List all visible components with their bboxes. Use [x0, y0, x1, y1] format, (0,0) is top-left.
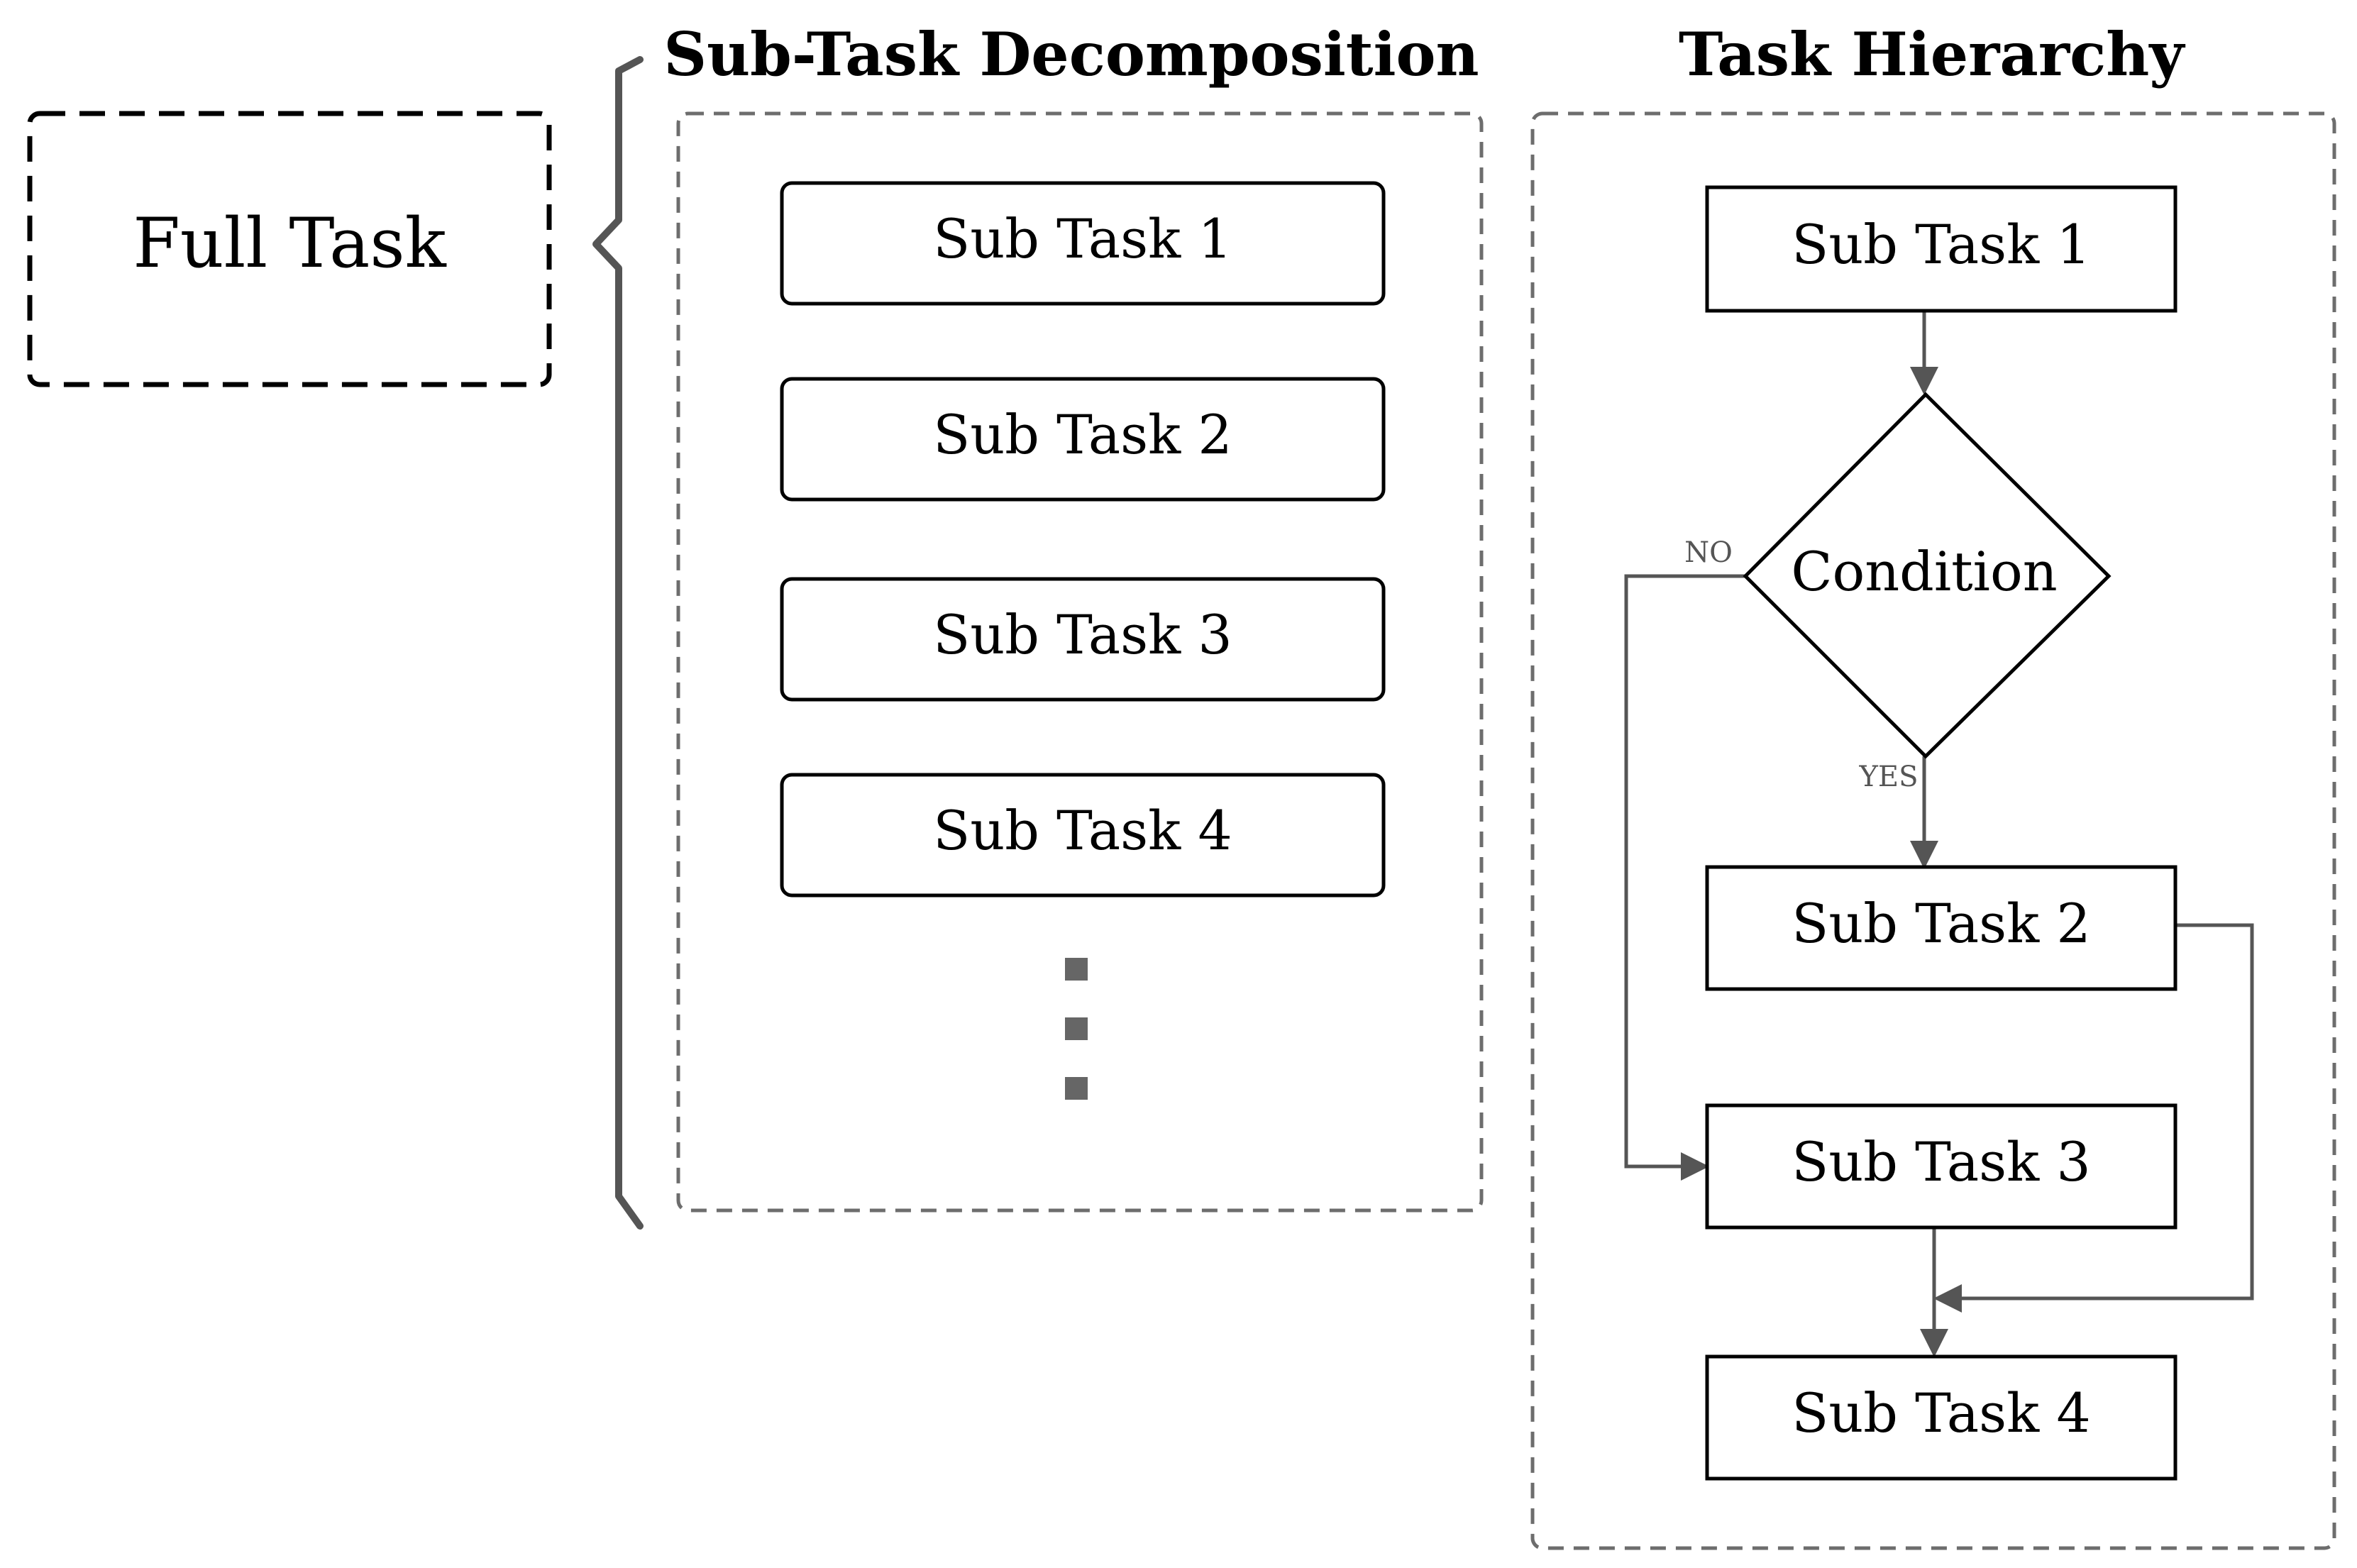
hierarchy-sub-task-4-label: Sub Task 4 — [1792, 1381, 2091, 1445]
decomposition-sub-task-3-label: Sub Task 3 — [933, 603, 1232, 666]
decomposition-sub-task-2-box — [780, 377, 1386, 502]
decomposition-sub-task-3-box — [780, 577, 1386, 702]
decomposition-sub-task-4-box — [780, 773, 1386, 898]
decomposition-dashed-frame — [676, 111, 1484, 1213]
condition-label: Condition — [1791, 540, 2057, 603]
branch-no-label: NO — [1684, 536, 1733, 569]
hierarchy-dashed-frame — [1530, 111, 2336, 1550]
decomposition-sub-task-1-box — [780, 181, 1386, 306]
hierarchy-sub-task-3-box — [1705, 1103, 2177, 1230]
decomposition-title: Sub-Task Decomposition — [663, 19, 1479, 89]
hierarchy-title: Task Hierarchy — [1679, 19, 2186, 89]
hierarchy-sub-task-2-box — [1705, 865, 2177, 991]
decomposition-sub-task-4-label: Sub Task 4 — [933, 799, 1232, 862]
hierarchy-panel: Task Hierarchy Sub Task 1 Condition NO Y… — [1530, 19, 2336, 1550]
hierarchy-sub-task-2-label: Sub Task 2 — [1792, 892, 2091, 955]
hierarchy-sub-task-4-box — [1705, 1354, 2177, 1481]
vertical-ellipsis-icon: ⋮ — [1065, 958, 1088, 1100]
decomposition-panel: Sub-Task Decomposition Sub Task 1 Sub Ta… — [663, 19, 1484, 1213]
curly-brace — [592, 56, 644, 1230]
full-task-group: Full Task — [27, 111, 552, 387]
full-task-box — [27, 111, 552, 387]
arrow-task2-to-task4-merge — [1933, 923, 2254, 1313]
ellipsis-dot-3 — [1065, 1077, 1088, 1100]
decomposition-sub-task-1-label: Sub Task 1 — [933, 207, 1232, 270]
ellipsis-dot-2 — [1065, 1017, 1088, 1040]
hierarchy-sub-task-3-label: Sub Task 3 — [1792, 1130, 2091, 1193]
branch-yes-label: YES — [1858, 761, 1918, 793]
decomposition-sub-task-2-label: Sub Task 2 — [933, 403, 1232, 466]
full-task-label: Full Task — [133, 204, 446, 283]
condition-diamond — [1743, 392, 2112, 759]
ellipsis-dot-1 — [1065, 958, 1088, 981]
hierarchy-sub-task-1-box — [1705, 185, 2177, 313]
hierarchy-sub-task-1-label: Sub Task 1 — [1792, 213, 2091, 276]
arrow-condition-no-to-task3 — [1624, 574, 1745, 1181]
